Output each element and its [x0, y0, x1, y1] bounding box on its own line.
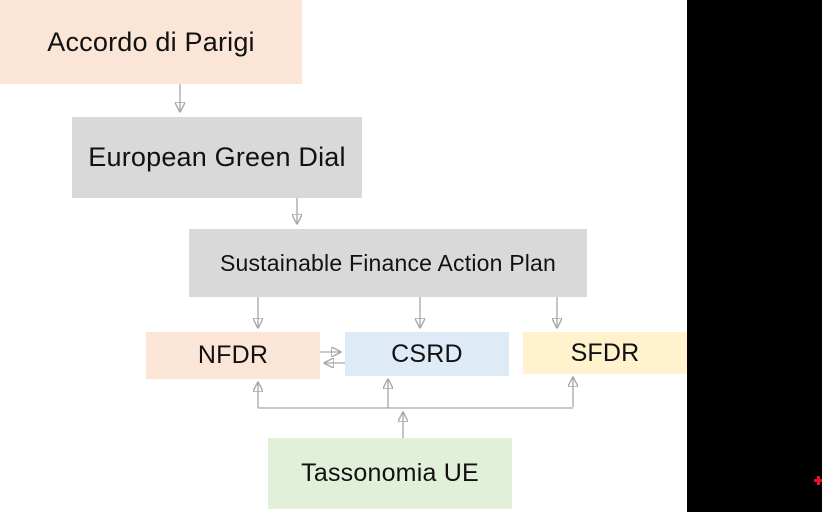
node-accordo-di-parigi: Accordo di Parigi: [0, 0, 302, 84]
node-csrd-label: CSRD: [391, 339, 463, 368]
node-nfdr-label: NFDR: [197, 341, 269, 369]
node-accordo-label: Accordo di Parigi: [47, 26, 255, 57]
node-csrd: CSRD: [345, 332, 509, 376]
red-cross-icon: [814, 476, 822, 485]
node-tassonomia-ue: Tassonomia UE: [268, 438, 512, 509]
node-sfdr-label: SFDR: [570, 338, 640, 367]
node-sustainable-finance-action-plan: Sustainable Finance Action Plan: [189, 229, 587, 297]
node-european-green-dial: European Green Dial: [72, 117, 362, 198]
node-nfdr: NFDR: [146, 332, 320, 379]
node-sfap-label: Sustainable Finance Action Plan: [219, 249, 557, 276]
red-cross-horizontal-bar: [814, 479, 822, 482]
node-egd-label: European Green Dial: [88, 142, 346, 172]
node-sfdr: SFDR: [523, 332, 687, 374]
black-side-panel: [687, 0, 822, 512]
node-tassonomia-label: Tassonomia UE: [301, 459, 479, 487]
